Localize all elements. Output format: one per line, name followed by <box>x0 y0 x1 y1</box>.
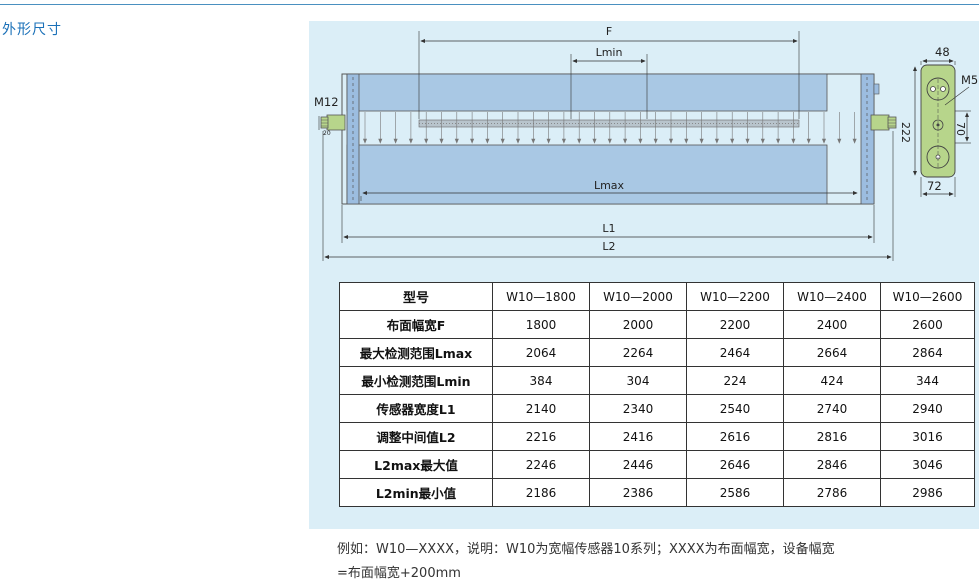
row-label: L2max最大值 <box>339 450 493 479</box>
table-cell: 2940 <box>880 394 975 423</box>
header-model: W10—2000 <box>589 282 687 311</box>
light-beam-arrows <box>362 112 857 144</box>
right-m12-connector <box>870 114 897 131</box>
table-cell: 2200 <box>686 310 784 339</box>
table-cell: 2986 <box>880 478 975 507</box>
dim-48-label: 48 <box>935 45 950 59</box>
table-cell: 2246 <box>492 450 590 479</box>
table-cell: 2400 <box>783 310 881 339</box>
table-cell: 3046 <box>880 450 975 479</box>
table-cell: 2586 <box>686 478 784 507</box>
table-cell: 2386 <box>589 478 687 507</box>
lmax-label: Lmax <box>594 179 625 192</box>
section-title: 外形尺寸 <box>2 22 62 38</box>
dim-20-label: 20 <box>323 130 331 137</box>
table-cell: 2664 <box>783 338 881 367</box>
table-cell: 2216 <box>492 422 590 451</box>
top-divider <box>0 4 979 5</box>
sensor-body <box>341 73 875 205</box>
table-cell: 2064 <box>492 338 590 367</box>
table-cell: 2616 <box>686 422 784 451</box>
spec-table: 型号 W10—1800 W10—2000 W10—2200 W10—2400 W… <box>339 282 975 507</box>
table-cell: 3016 <box>880 422 975 451</box>
table-cell: 2264 <box>589 338 687 367</box>
left-m12-connector <box>320 114 346 131</box>
row-label: 最大检测范围Lmax <box>339 338 493 367</box>
row-label: L2min最小值 <box>339 478 493 507</box>
m12-label: M12 <box>314 95 339 109</box>
row-label: 布面幅宽F <box>339 310 493 339</box>
header-model: W10—1800 <box>492 282 590 311</box>
table-cell: 2340 <box>589 394 687 423</box>
end-view <box>920 64 956 178</box>
table-cell: 2464 <box>686 338 784 367</box>
table-cell: 2816 <box>783 422 881 451</box>
table-cell: 224 <box>686 366 784 395</box>
note-line-1: 例如：W10—XXXX，说明：W10为宽幅传感器10系列；XXXX为布面幅宽，设… <box>337 542 835 557</box>
table-cell: 2186 <box>492 478 590 507</box>
dim-70-label: 70 <box>954 122 967 136</box>
table-cell: 344 <box>880 366 975 395</box>
table-cell: 424 <box>783 366 881 395</box>
row-label: 调整中间值L2 <box>339 422 493 451</box>
table-cell: 2646 <box>686 450 784 479</box>
m5-label: M5 <box>961 73 978 87</box>
table-cell: 2446 <box>589 450 687 479</box>
lower-bar <box>346 144 828 205</box>
header-model: W10—2600 <box>880 282 975 311</box>
table-cell: 384 <box>492 366 590 395</box>
table-cell: 2540 <box>686 394 784 423</box>
dim-72-label: 72 <box>927 179 942 193</box>
upper-bar <box>346 73 828 112</box>
dim-222-label: 222 <box>899 122 912 143</box>
table-cell: 2416 <box>589 422 687 451</box>
right-endcap <box>860 73 875 205</box>
table-cell: 2864 <box>880 338 975 367</box>
table-cell: 2846 <box>783 450 881 479</box>
table-cell: 2140 <box>492 394 590 423</box>
table-cell: 2786 <box>783 478 881 507</box>
header-model-label: 型号 <box>339 282 493 311</box>
row-label: 传感器宽度L1 <box>339 394 493 423</box>
table-cell: 2000 <box>589 310 687 339</box>
table-cell: 304 <box>589 366 687 395</box>
l1-label: L1 <box>602 222 615 235</box>
table-cell: 1800 <box>492 310 590 339</box>
header-model: W10—2200 <box>686 282 784 311</box>
lmin-label: Lmin <box>596 46 623 59</box>
table-cell: 2740 <box>783 394 881 423</box>
note-text: 例如：W10—XXXX，说明：W10为宽幅传感器10系列；XXXX为布面幅宽，设… <box>337 538 977 586</box>
dimension-drawing: M12 20 F Lmin Lmax L1 L2 48 M5 222 <box>309 21 979 266</box>
table-header-row: 型号 W10—1800 W10—2000 W10—2200 W10—2400 W… <box>339 282 975 311</box>
table-cell: 2600 <box>880 310 975 339</box>
l2-label: L2 <box>602 240 615 253</box>
note-line-2: =布面幅宽+200mm <box>337 566 461 581</box>
row-label: 最小检测范围Lmin <box>339 366 493 395</box>
header-model: W10—2400 <box>783 282 881 311</box>
f-label: F <box>606 25 612 38</box>
